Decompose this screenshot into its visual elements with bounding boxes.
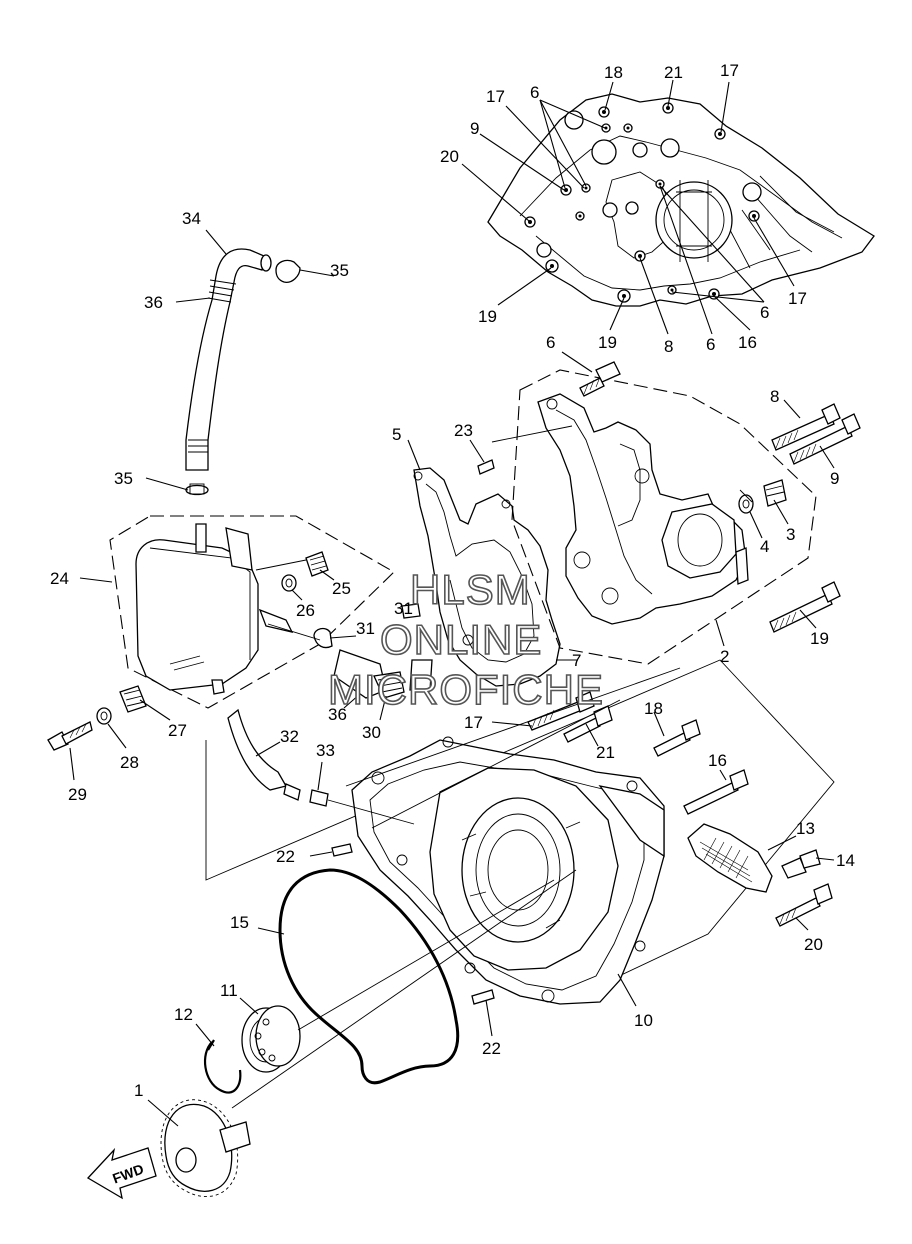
callout-9: 9 [830, 469, 839, 488]
strainer-and-bolts [527, 691, 833, 927]
callout-9: 9 [470, 119, 479, 138]
callout-6: 6 [760, 303, 769, 322]
drain-hardware [47, 685, 147, 751]
callout-12: 12 [174, 1005, 193, 1024]
callout-30: 30 [362, 723, 381, 742]
part-leaders [69, 229, 835, 1127]
o-ring-gasket [278, 868, 460, 1085]
callout-6: 6 [530, 83, 539, 102]
callout-14: 14 [836, 851, 855, 870]
callout-5: 5 [392, 425, 401, 444]
callout-32: 32 [280, 727, 299, 746]
breather-hose-assembly [185, 248, 301, 496]
callout-8: 8 [664, 337, 673, 356]
callout-8: 8 [770, 387, 779, 406]
water-pump-cover [511, 361, 817, 665]
callout-23: 23 [454, 421, 473, 440]
callout-31: 31 [394, 599, 413, 618]
callout-22: 22 [276, 847, 295, 866]
callout-24: 24 [50, 569, 69, 588]
callout-10: 10 [634, 1011, 653, 1030]
callout-17: 17 [486, 87, 505, 106]
gear-bearing-circlip [160, 1005, 301, 1197]
callout-31: 31 [356, 619, 375, 638]
callout-19: 19 [598, 333, 617, 352]
callout-25: 25 [332, 579, 351, 598]
lower-hoses [227, 603, 433, 807]
callout-numbers: 18 21 17 6 17 9 20 19 19 8 6 16 6 17 34 … [50, 61, 855, 1100]
callout-29: 29 [68, 785, 87, 804]
callout-6: 6 [546, 333, 555, 352]
callout-18: 18 [644, 699, 663, 718]
watermark: HLSM ONLINE MICROFICHE [327, 565, 604, 714]
callout-13: 13 [796, 819, 815, 838]
callout-28: 28 [120, 753, 139, 772]
callout-21: 21 [664, 63, 683, 82]
callout-21: 21 [596, 743, 615, 762]
callout-17: 17 [464, 713, 483, 732]
callout-3: 3 [786, 525, 795, 544]
callout-19: 19 [810, 629, 829, 648]
callout-16: 16 [708, 751, 727, 770]
callout-11: 11 [220, 981, 238, 1000]
callout-20: 20 [440, 147, 459, 166]
callout-1: 1 [134, 1081, 143, 1100]
callout-35: 35 [114, 469, 133, 488]
callout-4: 4 [760, 537, 769, 556]
oil-tank-assembly [109, 515, 395, 709]
callout-22: 22 [482, 1039, 501, 1058]
long-bolts [769, 403, 861, 633]
watermark-line-1: HLSM [410, 566, 531, 613]
construction-lines [231, 425, 753, 1109]
callout-17: 17 [788, 289, 807, 308]
fwd-direction-arrow: FWD [86, 1147, 157, 1200]
callout-6: 6 [706, 335, 715, 354]
watermark-line-3: MICROFICHE [328, 666, 604, 713]
top-view-leaders [461, 79, 795, 335]
callout-7: 7 [572, 651, 581, 670]
callout-15: 15 [230, 913, 249, 932]
crankcase-reference-view [487, 93, 875, 307]
callout-33: 33 [316, 741, 335, 760]
callout-18: 18 [604, 63, 623, 82]
callout-27: 27 [168, 721, 187, 740]
callout-16: 16 [738, 333, 757, 352]
callout-36: 36 [144, 293, 163, 312]
callout-2: 2 [720, 647, 729, 666]
watermark-line-2: ONLINE [380, 616, 542, 663]
callout-26: 26 [296, 601, 315, 620]
callout-20: 20 [804, 935, 823, 954]
callout-36: 36 [328, 705, 347, 724]
callout-17: 17 [720, 61, 739, 80]
callout-35: 35 [330, 261, 349, 280]
gasket-and-dowels [413, 459, 561, 687]
crankcase-cover [205, 659, 835, 1005]
callout-34: 34 [182, 209, 201, 228]
callout-19: 19 [478, 307, 497, 326]
